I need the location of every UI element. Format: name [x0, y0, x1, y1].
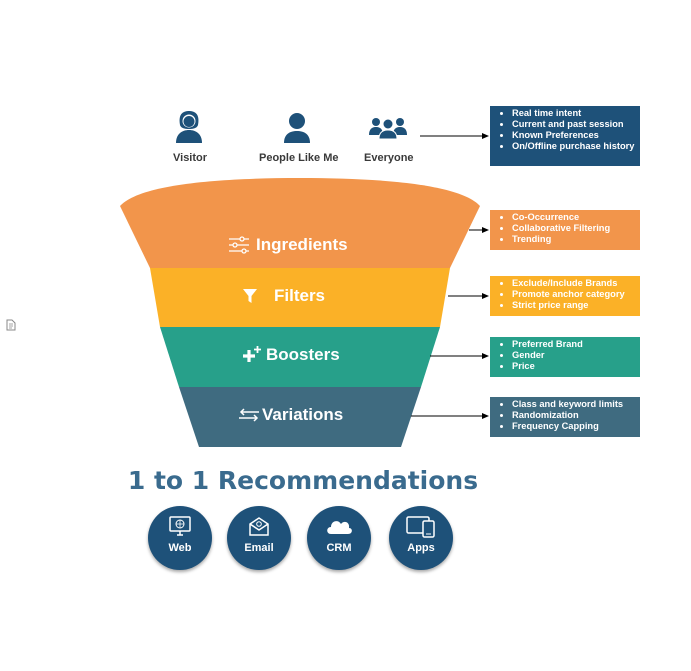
- list-item: Promote anchor category: [512, 289, 636, 300]
- info-box-boosters: Preferred Brand Gender Price: [490, 337, 640, 377]
- list-item: Strict price range: [512, 300, 636, 311]
- persona-label-visitor: Visitor: [173, 152, 208, 164]
- funnel-stage-ingredients: [120, 178, 480, 268]
- channel-label-web: Web: [168, 542, 192, 554]
- info-box-ingredients: Co-Occurrence Collaborative Filtering Tr…: [490, 210, 640, 250]
- info-box-signals: Real time intent Current and past sessio…: [490, 106, 640, 166]
- stage-label-variations: Variations: [262, 405, 344, 424]
- recommendations-title: 1 to 1 Recommendations: [127, 466, 479, 495]
- persona-label-everyone: Everyone: [364, 152, 414, 164]
- stage-label-filters: Filters: [274, 286, 326, 305]
- list-item: Preferred Brand: [512, 339, 636, 350]
- stage-label-boosters: Boosters: [266, 345, 340, 364]
- email-icon: [249, 517, 269, 536]
- cloud-icon: [327, 521, 352, 534]
- stage-ingredients: Ingredients: [228, 235, 348, 255]
- info-box-variations: Class and keyword limits Randomization F…: [490, 397, 640, 437]
- persona-label-people-like-me: People Like Me: [259, 152, 339, 164]
- list-item: Randomization: [512, 410, 636, 421]
- funnel-stage-boosters: [160, 327, 440, 387]
- channel-label-apps: Apps: [407, 542, 435, 554]
- list-item: Price: [512, 361, 636, 372]
- stage-boosters: Boosters: [242, 345, 340, 365]
- channel-label-email: Email: [244, 542, 274, 554]
- stage-filters: Filters: [242, 286, 325, 306]
- channel-apps: Apps: [389, 506, 453, 570]
- list-item: Trending: [512, 234, 636, 245]
- connector-arrows: [411, 133, 489, 419]
- list-item: Exclude/Include Brands: [512, 278, 636, 289]
- list-item: Gender: [512, 350, 636, 361]
- info-box-filters: Exclude/Include Brands Promote anchor ca…: [490, 276, 640, 316]
- list-item: Current and past session: [512, 119, 636, 130]
- list-item: Co-Occurrence: [512, 212, 636, 223]
- channel-web: Web: [148, 506, 212, 570]
- female-user-icon: [176, 111, 202, 143]
- list-item: On/Offline purchase history: [512, 141, 636, 152]
- list-item: Collaborative Filtering: [512, 223, 636, 234]
- sparkle-plus-icon: [243, 346, 261, 362]
- list-item: Class and keyword limits: [512, 399, 636, 410]
- list-item: Known Preferences: [512, 130, 636, 141]
- document-icon: [6, 319, 16, 331]
- sliders-icon: [229, 236, 249, 254]
- stage-label-ingredients: Ingredients: [256, 235, 348, 254]
- list-item: Frequency Capping: [512, 421, 636, 432]
- channel-email: Email: [227, 506, 291, 570]
- channel-label-crm: CRM: [326, 542, 352, 554]
- channel-crm: CRM: [307, 506, 371, 570]
- web-icon: [169, 516, 191, 536]
- group-icon: [369, 118, 407, 139]
- stage-variations: Variations: [238, 405, 343, 425]
- filter-icon: [243, 289, 257, 303]
- devices-icon: [406, 516, 435, 538]
- funnel-stage-variations: [179, 387, 421, 447]
- user-icon: [284, 113, 310, 143]
- swap-arrows-icon: [239, 408, 259, 422]
- funnel-stage-filters: [150, 268, 450, 327]
- list-item: Real time intent: [512, 108, 636, 119]
